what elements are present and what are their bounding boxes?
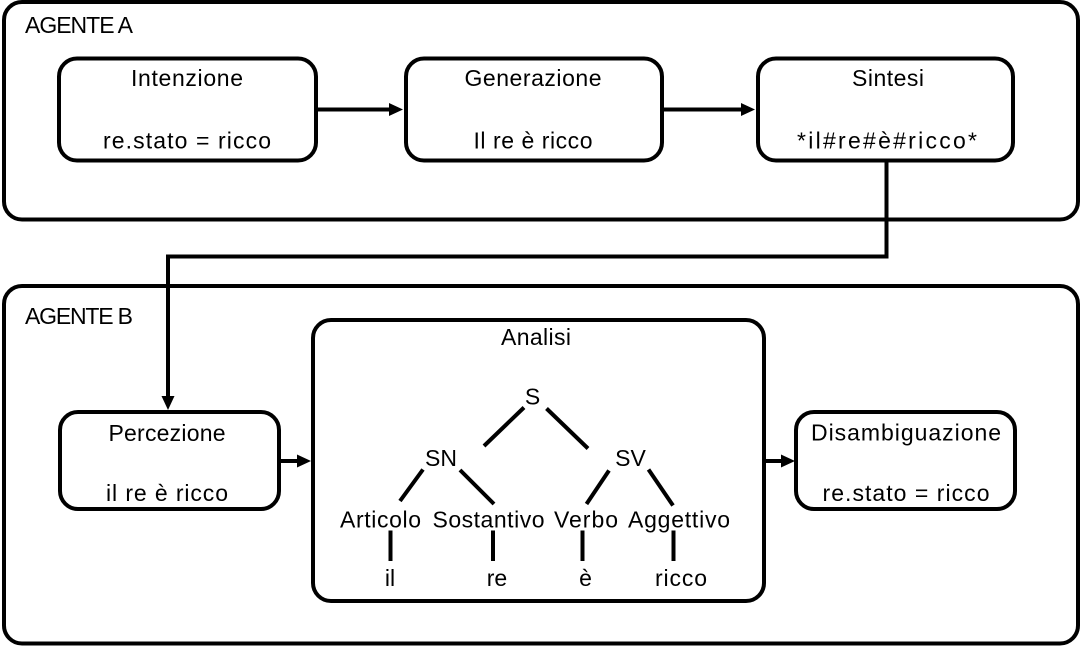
svg-text:SV: SV: [615, 445, 646, 471]
svg-text:S: S: [525, 384, 540, 410]
svg-text:Verbo: Verbo: [554, 507, 618, 533]
svg-text:Analisi: Analisi: [501, 324, 571, 350]
svg-text:ricco: ricco: [655, 565, 707, 591]
svg-text:Articolo: Articolo: [340, 507, 421, 533]
svg-text:re.stato = ricco: re.stato = ricco: [823, 480, 990, 506]
svg-text:Intenzione: Intenzione: [131, 65, 243, 91]
svg-text:re.stato = ricco: re.stato = ricco: [103, 128, 271, 154]
svg-text:*il#re#è#ricco*: *il#re#è#ricco*: [797, 128, 977, 154]
svg-text:AGENTE A: AGENTE A: [25, 12, 134, 38]
svg-text:SN: SN: [425, 445, 457, 471]
svg-text:Aggettivo: Aggettivo: [628, 507, 730, 533]
svg-text:è: è: [579, 565, 592, 591]
svg-text:Il re è ricco: Il re è ricco: [474, 128, 593, 154]
svg-text:AGENTE B: AGENTE B: [25, 303, 133, 329]
svg-text:il: il: [385, 565, 395, 591]
svg-text:Sintesi: Sintesi: [852, 65, 924, 91]
svg-text:re: re: [487, 565, 507, 591]
svg-text:Generazione: Generazione: [465, 65, 602, 91]
svg-text:Percezione: Percezione: [109, 420, 226, 446]
svg-text:il re è ricco: il re è ricco: [106, 480, 228, 506]
svg-text:Sostantivo: Sostantivo: [433, 507, 545, 533]
svg-text:Disambiguazione: Disambiguazione: [811, 420, 1001, 446]
